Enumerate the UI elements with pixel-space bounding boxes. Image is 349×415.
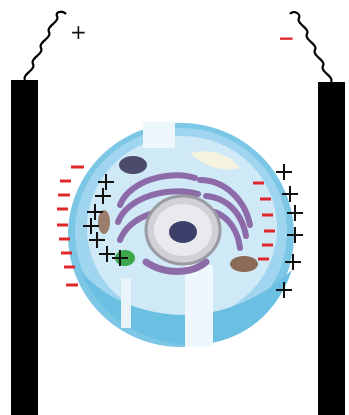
lysosome: [119, 156, 147, 174]
right-wire-icon: [290, 12, 331, 82]
left-wire-icon: [25, 12, 66, 80]
animal-cell-icon: [68, 122, 294, 347]
left-wire-plus-label: +: [70, 22, 87, 42]
membrane-pore: [185, 265, 213, 347]
nucleolus: [169, 221, 197, 243]
right-electrode: [318, 82, 345, 415]
mitochondrion: [230, 256, 258, 272]
left-electrode: [11, 80, 38, 415]
membrane-pore: [143, 122, 175, 148]
right-wire-minus-label: −: [278, 28, 295, 48]
membrane-pore: [121, 278, 131, 328]
mitochondrion: [98, 210, 110, 234]
